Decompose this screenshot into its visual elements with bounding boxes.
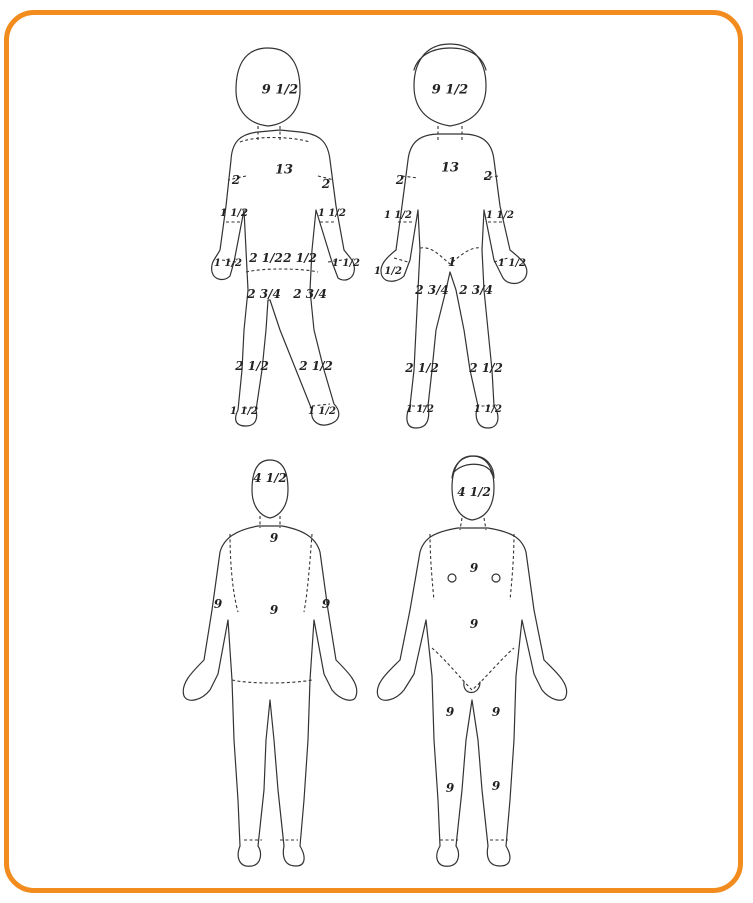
child-front-thigh-right-label: 2 3/4 bbox=[459, 284, 493, 296]
adult-front-leg-left-label: 9 bbox=[446, 782, 454, 794]
child-back-foot-left-label: 1 1/2 bbox=[230, 407, 258, 417]
adult-front-head-label: 4 1/2 bbox=[457, 486, 491, 498]
child-back-hand-right-label: 1 1/2 bbox=[332, 259, 360, 269]
child-back-leg-left-label: 2 1/2 bbox=[235, 360, 269, 372]
child-front-trunk-label: 13 bbox=[441, 162, 459, 175]
child-front-head-label: 9 1/2 bbox=[432, 84, 468, 97]
child-back-upper-arm-right-label: 2 bbox=[322, 178, 330, 190]
child-front-foot-left-label: 1 1/2 bbox=[406, 405, 434, 415]
child-back-foot-right-label: 1 1/2 bbox=[308, 407, 336, 417]
adult-front-abdomen-label: 9 bbox=[470, 618, 478, 630]
adult-back-lower-back-label: 9 bbox=[270, 604, 278, 616]
child-back-forearm-right-label: 1 1/2 bbox=[318, 209, 346, 219]
child-back-hand-left-label: 1 1/2 bbox=[214, 259, 242, 269]
adult-front-chest-label: 9 bbox=[470, 562, 478, 574]
child-front-hand-right-label: 1 1/2 bbox=[498, 259, 526, 269]
adult-front-thigh-left-label: 9 bbox=[446, 706, 454, 718]
adult-front-thigh-right-label: 9 bbox=[492, 706, 500, 718]
child-back-thigh-right-label: 2 3/4 bbox=[293, 288, 327, 300]
adult-back-arm-left-label: 9 bbox=[214, 598, 222, 610]
child-front-forearm-right-label: 1 1/2 bbox=[486, 211, 514, 221]
adult-back-arm-right-label: 9 bbox=[322, 598, 330, 610]
child-front-leg-right-label: 2 1/2 bbox=[469, 362, 503, 374]
child-back-buttock-left-label: 2 1/2 bbox=[249, 252, 283, 264]
child-back-upper-arm-left-label: 2 bbox=[232, 174, 240, 186]
child-front-figure bbox=[381, 44, 527, 428]
child-front-leg-left-label: 2 1/2 bbox=[405, 362, 439, 374]
child-back-thigh-left-label: 2 3/4 bbox=[247, 288, 281, 300]
child-back-buttock-right-label: 2 1/2 bbox=[283, 252, 317, 264]
child-front-upper-arm-right-label: 2 bbox=[484, 170, 492, 182]
child-front-foot-right-label: 1 1/2 bbox=[474, 405, 502, 415]
child-front-forearm-left-label: 1 1/2 bbox=[384, 211, 412, 221]
child-front-thigh-left-label: 2 3/4 bbox=[415, 284, 449, 296]
adult-front-figure bbox=[377, 456, 566, 866]
child-back-trunk-label: 13 bbox=[275, 164, 293, 177]
child-front-genitals-label: 1 bbox=[448, 256, 456, 268]
adult-back-figure bbox=[183, 460, 357, 866]
adult-front-leg-right-label: 9 bbox=[492, 780, 500, 792]
child-front-hand-left-label: 1 1/2 bbox=[374, 267, 402, 277]
child-back-leg-right-label: 2 1/2 bbox=[299, 360, 333, 372]
child-front-upper-arm-left-label: 2 bbox=[396, 174, 404, 186]
adult-back-upper-back-label: 9 bbox=[270, 532, 278, 544]
adult-back-head-label: 4 1/2 bbox=[253, 472, 287, 484]
child-back-head-label: 9 1/2 bbox=[262, 84, 298, 97]
child-back-forearm-left-label: 1 1/2 bbox=[220, 209, 248, 219]
